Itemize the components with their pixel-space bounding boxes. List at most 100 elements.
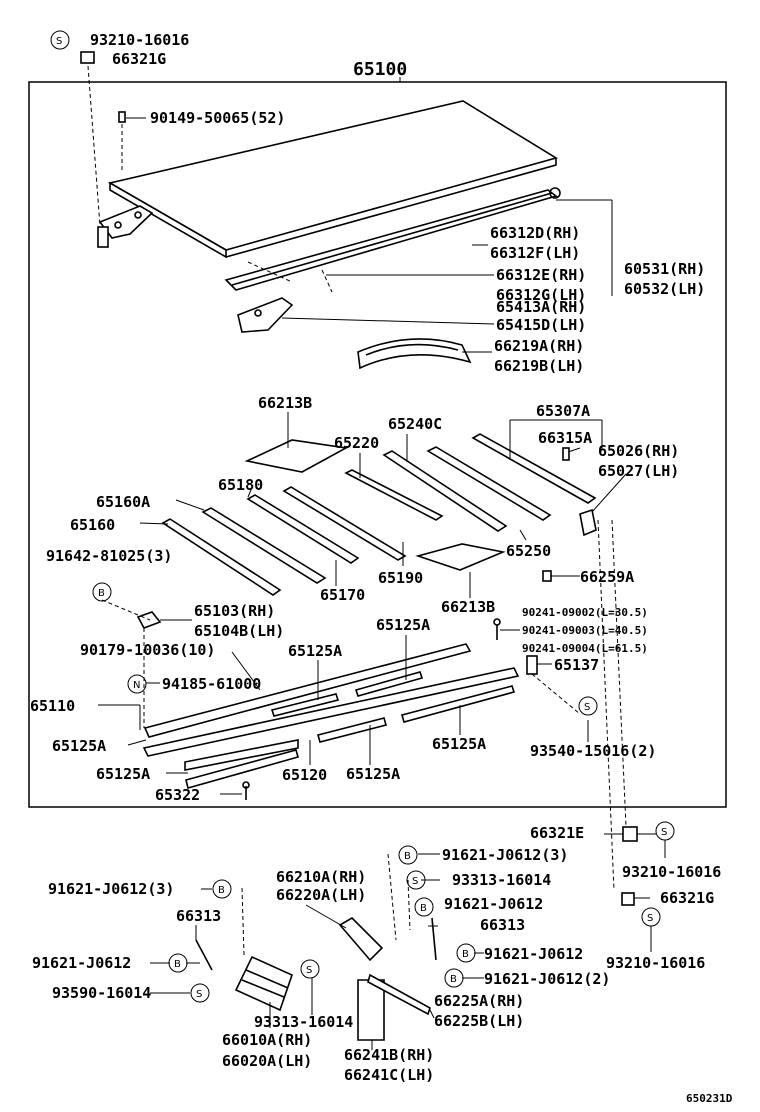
part-label-65120: 65120: [282, 766, 327, 784]
part-label-66313-left: 66313: [176, 907, 221, 925]
b-symbol-label-4: B: [420, 903, 427, 914]
stay-66313-left: [195, 939, 213, 971]
part-label-66312e: 66312E(RH): [496, 266, 586, 284]
part-label-65160: 65160: [70, 516, 115, 534]
part-label-91621-j0612-2: 91621-J0612(2): [484, 970, 610, 988]
slat-65160a: [201, 507, 327, 584]
part-label-91621-j0612-3-a: 91621-J0612(3): [442, 846, 568, 864]
part-label-93313-16014-b: 93313-16014: [254, 1013, 353, 1031]
assembly-number: 65100: [353, 59, 407, 80]
part-label-66321e: 66321E: [530, 824, 584, 842]
strip-66225a: [367, 973, 431, 1016]
s-symbol-circle-7: [190, 983, 210, 1003]
clip-66321g-bottom: [621, 892, 635, 906]
part-label-65190: 65190: [378, 569, 423, 587]
s-symbol-circle-4: [406, 870, 426, 890]
s-symbol-circle-2: [578, 696, 598, 716]
part-label-66312g: 66312G(LH): [496, 286, 586, 304]
leader-lines: [98, 117, 666, 1050]
sill-strip-6: [270, 693, 340, 717]
dashed-lines: [87, 65, 627, 956]
s-symbol-label-7: S: [196, 989, 202, 1000]
sill-strip-5: [317, 717, 387, 743]
pad-sheet-upper: [244, 439, 349, 473]
s-symbol-label-6: S: [306, 965, 312, 976]
assembly-frame: [28, 81, 727, 808]
part-label-90241-09004: 90241-09004(L=61.5): [522, 642, 648, 655]
part-label-66313-right: 66313: [480, 916, 525, 934]
part-label-66219b: 66219B(LH): [494, 357, 584, 375]
sill-strip-8: [401, 685, 516, 723]
part-label-65180: 65180: [218, 476, 263, 494]
part-label-93210-16016-mid: 93210-16016: [622, 863, 721, 881]
b-symbol-label-7: B: [450, 974, 457, 985]
part-label-65170: 65170: [320, 586, 365, 604]
part-label-93210-16016-top: 93210-16016: [90, 31, 189, 49]
part-label-91642: 91642-81025(3): [46, 547, 172, 565]
part-label-65026: 65026(RH): [598, 442, 679, 460]
b-symbol-circle-6: [456, 943, 476, 963]
b-symbol-label-3: B: [218, 885, 225, 896]
part-label-90149: 90149-50065(52): [150, 109, 285, 127]
stay-66313-right: [431, 917, 437, 961]
clip-66321e: [622, 826, 638, 842]
part-label-66321g-bottom: 66321G: [660, 889, 714, 907]
part-label-91621-j0612-3-b: 91621-J0612(3): [48, 880, 174, 898]
part-label-65413a: 65413A(RH): [496, 298, 586, 316]
slat-65170: [246, 494, 360, 564]
part-label-66312f: 66312F(LH): [490, 244, 580, 262]
part-label-90241-09002: 90241-09002(L=30.5): [522, 606, 648, 619]
part-label-90241-09003: 90241-09003(L=40.5): [522, 624, 648, 637]
part-label-66312d: 66312D(RH): [490, 224, 580, 242]
part-label-91621-j0612-a: 91621-J0612: [444, 895, 543, 913]
part-label-65125a-6: 65125A: [346, 765, 400, 783]
b-symbol-label-5: B: [174, 959, 181, 970]
screw-90149: [118, 111, 126, 123]
s-symbol-label-4: S: [412, 876, 418, 887]
part-label-60531: 60531(RH): [624, 260, 705, 278]
part-label-65250: 65250: [506, 542, 551, 560]
n-symbol-circle: [127, 674, 147, 694]
part-label-66213b-lower: 66213B: [441, 598, 495, 616]
sill-strip-4: [185, 749, 299, 789]
part-label-91621-j0612-b: 91621-J0612: [32, 954, 131, 972]
clip-66259a: [542, 570, 552, 582]
part-label-66321g-top: 66321G: [112, 50, 166, 68]
part-label-65125a-5: 65125A: [96, 765, 150, 783]
screw-65322: [242, 781, 250, 800]
part-label-66010a: 66010A(RH): [222, 1031, 312, 1049]
slat-65240c: [382, 450, 508, 532]
side-rail: [224, 187, 561, 291]
bracket-66210a: [338, 916, 384, 962]
part-label-94185: 94185-61000: [162, 675, 261, 693]
s-symbol-circle-3: [655, 821, 675, 841]
part-label-65027: 65027(LH): [598, 462, 679, 480]
plate-65137: [526, 655, 538, 675]
sill-strip-2: [142, 667, 520, 757]
part-label-65220: 65220: [334, 434, 379, 452]
part-label-66225a: 66225A(RH): [434, 992, 524, 1010]
bolt-90241: [493, 618, 501, 640]
part-label-65322: 65322: [155, 786, 200, 804]
part-label-65307a: 65307A: [536, 402, 590, 420]
n-symbol-label: N: [133, 680, 140, 691]
part-label-65137: 65137: [554, 656, 599, 674]
part-label-93540: 93540-15016(2): [530, 742, 656, 760]
part-label-93210-16016-bottom: 93210-16016: [606, 954, 705, 972]
part-label-65125a-1: 65125A: [288, 642, 342, 660]
slat-65250: [426, 446, 552, 521]
clip-66321g-top: [80, 51, 95, 64]
b-symbol-circle-3: [212, 879, 232, 899]
part-label-66020a: 66020A(LH): [222, 1052, 312, 1070]
slat-65180: [282, 486, 407, 561]
s-symbol-circle-1: [50, 30, 70, 50]
slat-65160: [161, 518, 282, 596]
part-label-66213b-upper: 66213B: [258, 394, 312, 412]
part-label-65104b: 65104B(LH): [194, 622, 284, 640]
part-label-91621-j0612-c: 91621-J0612: [484, 945, 583, 963]
part-label-90179: 90179-10036(10): [80, 641, 215, 659]
part-label-60532: 60532(LH): [624, 280, 705, 298]
b-symbol-circle-1: [92, 582, 112, 602]
b-symbol-circle-7: [444, 968, 464, 988]
